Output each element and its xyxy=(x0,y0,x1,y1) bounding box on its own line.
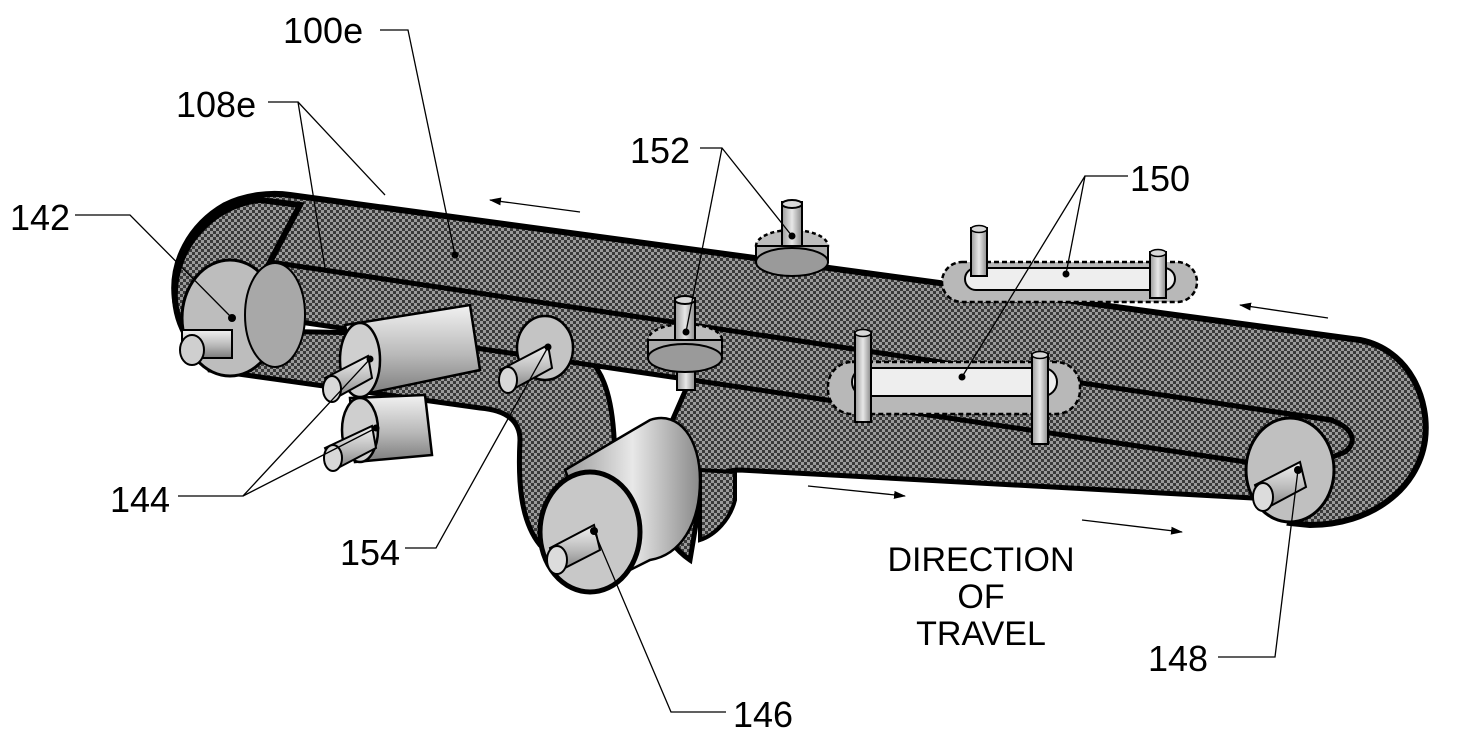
label-142: 142 xyxy=(10,197,70,238)
chain-loop-150-front xyxy=(826,328,1082,445)
roller-154 xyxy=(498,314,575,394)
label-154: 154 xyxy=(340,532,400,573)
roller-142 xyxy=(179,258,306,378)
direction-line-2: OF xyxy=(957,578,1004,616)
roller-146 xyxy=(537,416,702,595)
label-148: 148 xyxy=(1148,638,1208,679)
roller-148 xyxy=(1244,416,1336,524)
label-108e: 108e xyxy=(176,84,256,125)
label-152: 152 xyxy=(630,130,690,171)
direction-arrows xyxy=(489,197,1329,535)
chain-loop-150-rear xyxy=(940,224,1199,304)
arrow-bottom-right xyxy=(1081,519,1183,535)
label-146: 146 xyxy=(733,694,793,735)
label-150: 150 xyxy=(1130,158,1190,199)
label-144: 144 xyxy=(110,479,170,520)
direction-line-3: TRAVEL xyxy=(916,615,1046,653)
arrow-bottom-left xyxy=(807,485,906,499)
arrow-top-left xyxy=(489,197,581,213)
direction-of-travel-text: DIRECTION OF TRAVEL xyxy=(888,541,1075,653)
roller-144-lower xyxy=(323,393,434,472)
leader-lines xyxy=(75,29,1299,713)
roller-144-upper xyxy=(322,303,482,403)
gear-152-rear xyxy=(754,199,830,277)
label-100e: 100e xyxy=(283,10,363,51)
arrow-top-right xyxy=(1239,302,1329,319)
direction-line-1: DIRECTION xyxy=(888,541,1075,579)
